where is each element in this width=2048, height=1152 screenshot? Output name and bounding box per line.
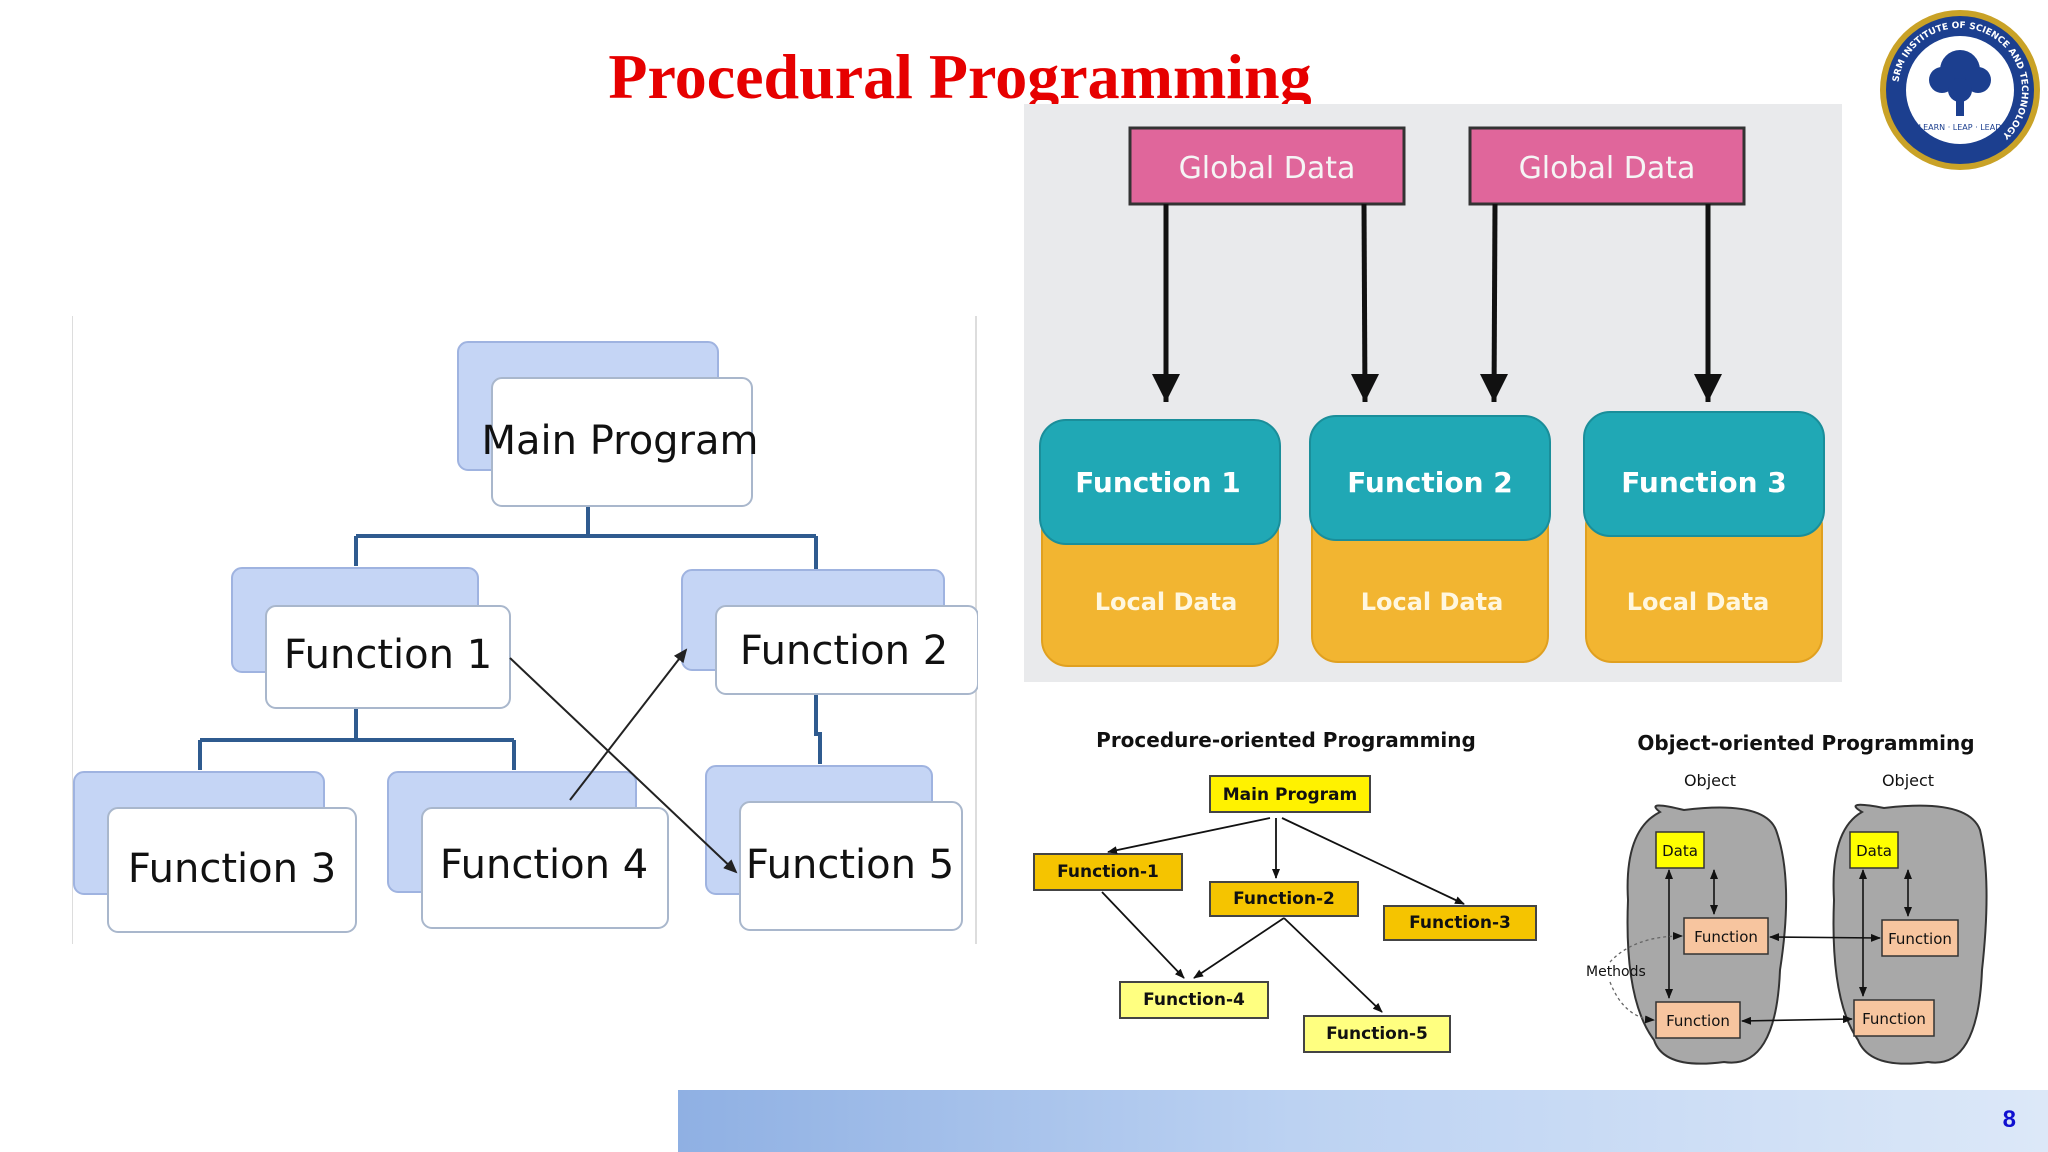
- function-4-label: Function 4: [440, 842, 648, 888]
- pop-function-2-box: [1209, 881, 1359, 917]
- oop-function-box-4: [1853, 999, 1935, 1037]
- local-data-label-3: Local Data: [1627, 588, 1770, 616]
- pop-boxes: Main Program Function-1 Function-2 Funct…: [1033, 775, 1537, 1053]
- main-program-node: Main Program: [457, 341, 759, 507]
- function-1-label: Function 1: [1075, 466, 1241, 499]
- oop-function-label-4: Function: [1862, 1010, 1926, 1028]
- tree-connectors: [198, 506, 822, 770]
- pop-main-label: Main Program: [1223, 785, 1358, 805]
- function-5-node: Function 5: [705, 765, 963, 931]
- function-2-label: Function 2: [740, 628, 948, 674]
- local-data-label-1: Local Data: [1095, 588, 1238, 616]
- oop-title: Object-oriented Programming: [1637, 731, 1974, 755]
- pop-function-5-box: [1303, 1015, 1451, 1053]
- oop-object-label-1: Object: [1684, 771, 1736, 790]
- oop-data-box-2: [1849, 831, 1899, 869]
- pop-function-3-box: [1383, 905, 1537, 941]
- function-1-label: Function 1: [284, 632, 492, 678]
- global-local-data-diagram: Global Data Global Data Function 1 Local…: [1024, 104, 1842, 682]
- function-5-label: Function 5: [746, 842, 954, 888]
- oop-function-box-2: [1881, 919, 1959, 957]
- main-program-label: Main Program: [482, 418, 759, 464]
- global-data-label-1: Global Data: [1179, 151, 1356, 186]
- local-data-label-2: Local Data: [1361, 588, 1504, 616]
- oop-data-label-2: Data: [1856, 842, 1892, 860]
- function-2-node: Function 2: [681, 569, 978, 695]
- data-access-arrows: [1152, 203, 1722, 403]
- pop-title: Procedure-oriented Programming: [1096, 728, 1476, 752]
- oop-function-box-1: [1683, 917, 1769, 955]
- oop-arrows: [1665, 869, 1912, 1025]
- function-2-label: Function 2: [1347, 466, 1513, 499]
- oop-function-label-2: Function: [1888, 930, 1952, 948]
- pop-vs-oop-diagram: Procedure-oriented Programming Main Prog…: [1033, 728, 1988, 1065]
- pop-function-3-label: Function-3: [1409, 913, 1511, 933]
- institute-logo: SRM INSTITUTE OF SCIENCE AND TECHNOLOGY …: [1880, 10, 2040, 170]
- pop-arrows: [1101, 817, 1465, 1013]
- function-1-column: Function 1 Local Data: [1039, 419, 1281, 667]
- function-2-column: Function 2 Local Data: [1309, 415, 1551, 663]
- oop-data-box-1: [1655, 831, 1705, 869]
- global-data-box-1: Global Data: [1128, 126, 1406, 206]
- oop-methods-pointers: [1609, 932, 1683, 1024]
- pop-function-1-box: [1033, 853, 1183, 891]
- tree-icon: [1929, 50, 1991, 116]
- function-3-label: Function 3: [1621, 466, 1787, 499]
- pop-main-box: [1209, 775, 1371, 813]
- arrow-function4-to-function2: [569, 648, 688, 801]
- function-hierarchy-diagram: Main Program Function 1 Function 2 Funct…: [72, 316, 978, 944]
- global-data-box-2: Global Data: [1468, 126, 1746, 206]
- oop-data-label-1: Data: [1662, 842, 1698, 860]
- pop-function-5-label: Function-5: [1326, 1024, 1428, 1044]
- oop-function-label-1: Function: [1694, 928, 1758, 946]
- footer-band: 8: [678, 1090, 2048, 1152]
- arrow-function1-to-function5: [509, 657, 738, 874]
- global-data-label-2: Global Data: [1519, 151, 1696, 186]
- function-3-label: Function 3: [128, 846, 336, 892]
- page-title: Procedural Programming: [608, 41, 1312, 112]
- pop-function-2-label: Function-2: [1233, 889, 1335, 909]
- pop-function-4-box: [1119, 981, 1269, 1019]
- function-3-node: Function 3: [73, 771, 357, 933]
- pop-function-1-label: Function-1: [1057, 862, 1159, 882]
- pop-function-4-label: Function-4: [1143, 990, 1245, 1010]
- function-3-column: Function 3 Local Data: [1583, 411, 1825, 663]
- oop-function-label-3: Function: [1666, 1012, 1730, 1030]
- oop-object-label-2: Object: [1882, 771, 1934, 790]
- page-number: 8: [2002, 1106, 2016, 1133]
- function-1-node: Function 1: [231, 567, 511, 709]
- logo-motto: LEARN · LEAP · LEAD: [1919, 123, 2002, 132]
- function-4-node: Function 4: [387, 771, 669, 929]
- oop-methods-label: Methods: [1586, 964, 1646, 980]
- oop-function-box-3: [1655, 1001, 1741, 1039]
